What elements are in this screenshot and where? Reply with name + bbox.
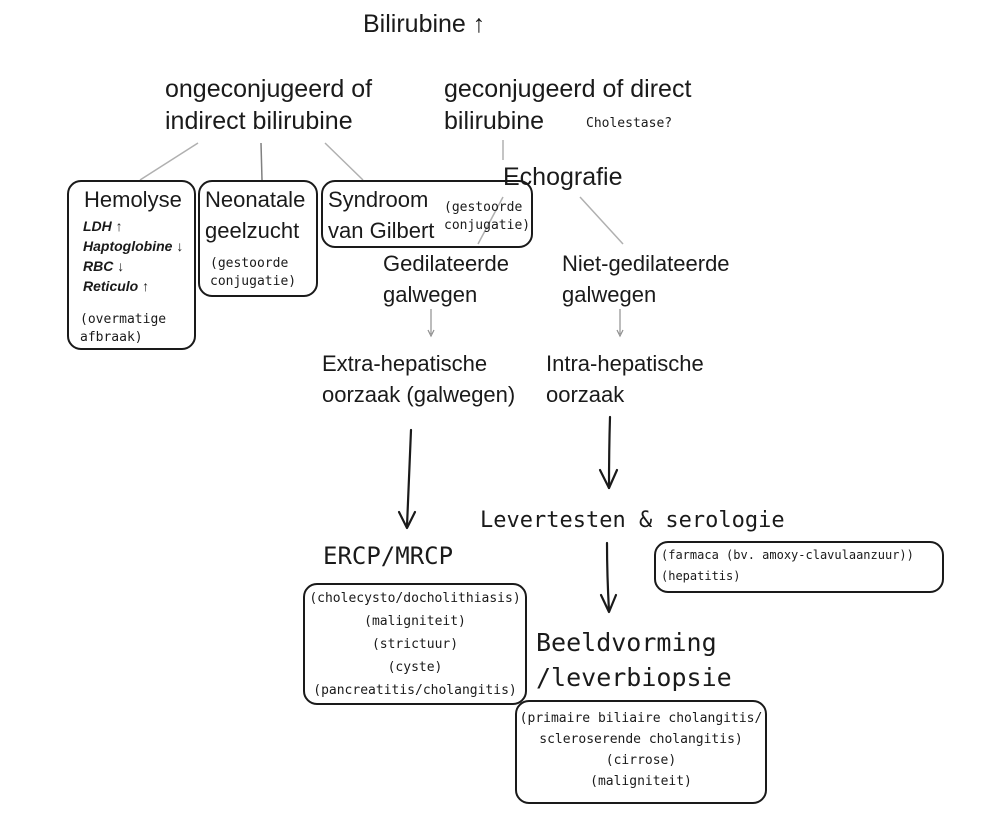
direct-line-1: geconjugeerd of direct <box>444 75 692 103</box>
hemolyse-note-line-2: afbraak) <box>80 330 143 345</box>
hemolyse-markers: LDH ↑ Haptoglobine ↓ RBC ↓ Reticulo ↑ <box>83 216 183 296</box>
gilbert-note-line-2: conjugatie) <box>444 218 531 233</box>
gilbert-line-2: van Gilbert <box>328 218 435 243</box>
gedilateerd-node: Gedilateerde galwegen <box>383 248 509 310</box>
extra-line-2: oorzaak (galwegen) <box>322 382 516 407</box>
arrowhead-levertesten-to-beeldvorming <box>599 593 618 614</box>
hemolyse-note-line-1: (overmatige <box>80 312 167 327</box>
beeldvorming-cause-4: (maligniteit) <box>590 774 692 789</box>
levertesten-causes-list: (farmaca (bv. amoxy-clavulaanzuur)) (hep… <box>661 545 914 587</box>
neonatale-note-line-2: conjugatie) <box>210 274 297 289</box>
levertesten-cause-2: (hepatitis) <box>661 569 741 583</box>
intra-line-2: oorzaak <box>546 382 625 407</box>
beeldvorming-causes-list: (primaire biliaire cholangitis/ sclerose… <box>518 708 764 792</box>
ercp-cause-5: (pancreatitis/cholangitis) <box>313 683 517 698</box>
direct-line-2: bilirubine <box>444 107 545 135</box>
ercp-cause-1: (cholecysto/docholithiasis) <box>309 591 521 606</box>
gilbert-line-1: Syndroom <box>328 187 429 212</box>
niet-gedilateerd-node: Niet-gedilateerde galwegen <box>562 248 730 310</box>
connector-indirect-neonatale <box>260 142 263 181</box>
marker-rbc: RBC ↓ <box>83 258 125 274</box>
marker-haptoglobine: Haptoglobine ↓ <box>83 238 184 254</box>
neonatale-line-2: geelzucht <box>205 218 300 243</box>
beeldvorming-cause-2: scleroserende cholangitis) <box>539 732 743 747</box>
ercp-node: ERCP/MRCP <box>323 542 454 570</box>
ercp-cause-4: (cyste) <box>387 660 443 675</box>
beeldvorming-causes-box <box>515 700 767 804</box>
ercp-cause-3: (strictuur) <box>371 637 459 652</box>
connector-indirect-hemolyse <box>139 142 199 181</box>
neonatale-note: (gestoorde conjugatie) <box>210 255 296 291</box>
neonatale-title: Neonatale geelzucht <box>205 184 305 246</box>
marker-ldh: LDH ↑ <box>83 218 123 234</box>
cholestase-note: Cholestase? <box>586 116 673 131</box>
arrow-intra-to-levertesten <box>607 415 612 490</box>
marker-reticulo: Reticulo ↑ <box>83 278 150 294</box>
niet-gedilateerd-line-2: galwegen <box>562 282 657 307</box>
indirect-line-1: ongeconjugeerd of <box>165 75 373 103</box>
gedilateerd-line-1: Gedilateerde <box>383 251 509 276</box>
beeldvorming-line-2: /leverbiopsie <box>536 663 732 692</box>
arrowhead-extra-to-ercp <box>397 510 417 530</box>
extra-line-1: Extra-hepatische <box>322 351 488 376</box>
levertesten-node: Levertesten & serologie <box>480 508 785 533</box>
levertesten-cause-1: (farmaca (bv. amoxy-clavulaanzuur)) <box>661 548 914 562</box>
arrowhead-niet-gedilateerd-intra <box>616 329 624 338</box>
intra-line-1: Intra-hepatische <box>546 351 704 376</box>
gilbert-box <box>321 180 533 248</box>
arrowhead-intra-to-levertesten <box>598 468 619 490</box>
indirect-line-2: indirect bilirubine <box>165 107 353 135</box>
beeldvorming-node: Beeldvorming /leverbiopsie <box>536 625 732 695</box>
niet-gedilateerd-line-1: Niet-gedilateerde <box>562 251 730 276</box>
hemolyse-box <box>67 180 196 350</box>
ercp-causes-box <box>303 583 527 705</box>
beeldvorming-cause-1: (primaire biliaire cholangitis/ <box>519 711 763 726</box>
connector-echografie-niet-gedilateerd <box>579 196 624 245</box>
ercp-cause-2: (maligniteit) <box>364 614 466 629</box>
neonatale-box <box>198 180 318 297</box>
arrow-extra-to-ercp <box>405 428 413 528</box>
indirect-bilirubin-node: ongeconjugeerd of indirect bilirubine <box>165 73 372 137</box>
hemolyse-title: Hemolyse <box>84 187 182 212</box>
root-node: Bilirubine ↑ <box>363 10 486 38</box>
neonatale-line-1: Neonatale <box>205 187 306 212</box>
extra-hepatisch-node: Extra-hepatische oorzaak (galwegen) <box>322 348 515 410</box>
intra-hepatisch-node: Intra-hepatische oorzaak <box>546 348 704 410</box>
arrowhead-gedilateerd-extra <box>427 329 435 338</box>
gedilateerd-line-2: galwegen <box>383 282 478 307</box>
arrow-levertesten-to-beeldvorming <box>605 541 611 613</box>
gilbert-note: (gestoorde conjugatie) <box>444 199 530 235</box>
neonatale-note-line-1: (gestoorde <box>210 256 289 271</box>
ercp-causes-list: (cholecysto/docholithiasis) (maligniteit… <box>306 587 524 702</box>
gilbert-note-line-1: (gestoorde <box>444 200 523 215</box>
connector-echografie-gedilateerd <box>477 196 504 245</box>
connector-indirect-gilbert <box>324 142 364 181</box>
levertesten-causes-box <box>654 541 944 593</box>
beeldvorming-cause-3: (cirrose) <box>605 753 677 768</box>
hemolyse-note: (overmatige afbraak) <box>80 311 166 347</box>
direct-bilirubin-node: geconjugeerd of direct bilirubine <box>444 73 691 137</box>
gilbert-title: Syndroom van Gilbert <box>328 184 434 246</box>
beeldvorming-line-1: Beeldvorming <box>536 628 717 657</box>
